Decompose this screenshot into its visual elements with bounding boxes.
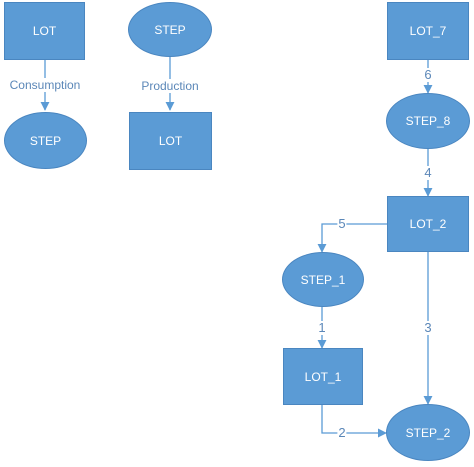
edge-lot2-step1 — [317, 223, 387, 253]
legend-step-source-node-label: STEP — [154, 22, 186, 37]
legend-lot-target-node: LOT — [129, 112, 212, 170]
legend-production-label: Production — [140, 79, 200, 93]
legend-step-node-label: STEP — [29, 133, 62, 148]
node-lot-7-label: LOT_7 — [409, 24, 447, 38]
edge-lot1-step2 — [321, 405, 387, 438]
node-step-8: STEP_8 — [386, 93, 470, 149]
node-step-2-label: STEP_2 — [405, 425, 451, 440]
legend-lot-node: LOT — [4, 2, 85, 60]
legend-lot-node-label: LOT — [32, 24, 57, 38]
node-lot-7: LOT_7 — [387, 2, 469, 60]
edge-label-6: 6 — [423, 67, 433, 82]
node-step-2: STEP_2 — [386, 404, 470, 461]
edge-label-1: 1 — [317, 320, 327, 335]
edge-label-4: 4 — [423, 165, 433, 180]
edge-label-3: 3 — [423, 320, 433, 335]
node-step-8-label: STEP_8 — [405, 114, 451, 128]
node-step-1: STEP_1 — [282, 252, 364, 307]
node-lot-2: LOT_2 — [387, 196, 469, 252]
legend-step-node: STEP — [4, 112, 87, 169]
node-lot-1-label: LOT_1 — [304, 369, 342, 384]
edge-label-5: 5 — [337, 216, 347, 231]
node-step-1-label: STEP_1 — [300, 272, 346, 287]
legend-lot-target-node-label: LOT — [158, 134, 183, 148]
node-lot-2-label: LOT_2 — [409, 217, 447, 231]
node-lot-1: LOT_1 — [283, 348, 363, 405]
legend-step-source-node: STEP — [128, 2, 212, 57]
edge-label-2: 2 — [337, 425, 347, 440]
legend-consumption-label: Consumption — [8, 78, 82, 92]
